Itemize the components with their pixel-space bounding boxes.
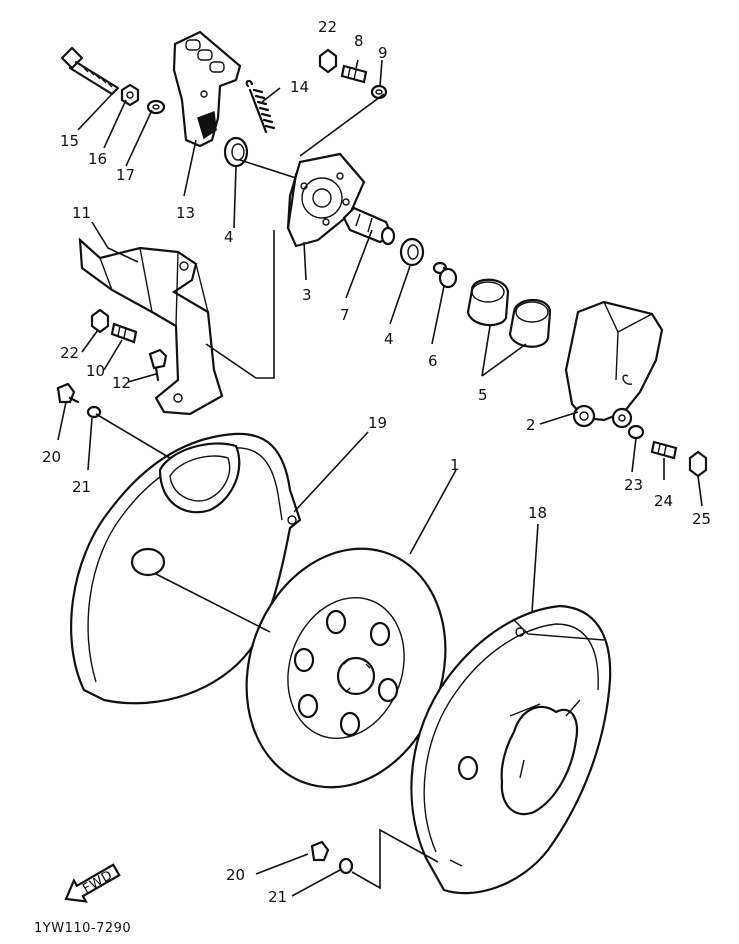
part-11-bracket [78, 237, 224, 416]
callout-21-bottom: 21 [268, 888, 287, 906]
callout-10: 10 [86, 362, 105, 380]
callout-13: 13 [176, 204, 195, 222]
callout-4-top: 4 [224, 228, 234, 246]
part-17-washer [146, 99, 166, 115]
part-10-bolt [110, 322, 138, 344]
callout-2: 2 [526, 416, 536, 434]
callout-18: 18 [528, 504, 547, 522]
part-8-bolt [340, 64, 368, 84]
callout-6: 6 [428, 352, 438, 370]
part-20-bolt-top [56, 382, 80, 404]
callout-3: 3 [302, 286, 312, 304]
part-13-lever [172, 30, 242, 148]
callout-17: 17 [116, 166, 135, 184]
callout-11: 11 [72, 204, 91, 222]
callout-4-mid: 4 [384, 330, 394, 348]
part-5-pistons [466, 278, 552, 348]
part-7-camshaft [342, 206, 396, 246]
callout-20-bottom: 20 [226, 866, 245, 884]
part-4-seal-mid [399, 237, 425, 267]
part-20-bolt-bottom [310, 840, 330, 862]
part-3-cam-plate [286, 152, 366, 248]
callout-25: 25 [692, 510, 711, 528]
part-18-backing-plate [410, 604, 612, 895]
callout-14: 14 [290, 78, 309, 96]
callout-8: 8 [354, 32, 364, 50]
part-22-nut-top [318, 48, 338, 74]
part-14-spring [245, 79, 276, 134]
callout-21-top: 21 [72, 478, 91, 496]
callout-15: 15 [60, 132, 79, 150]
callout-7: 7 [340, 306, 350, 324]
forward-arrow-icon: FWD [64, 863, 121, 903]
callout-22-mid: 22 [60, 344, 79, 362]
part-6-pin [432, 261, 458, 289]
part-23-washer [627, 424, 645, 440]
callout-9: 9 [378, 44, 388, 62]
part-15-bolt [60, 46, 120, 96]
part-24-bolt [650, 440, 678, 460]
callout-5: 5 [478, 386, 488, 404]
callout-20-top: 20 [42, 448, 61, 466]
part-1-brake-disc [245, 547, 447, 789]
part-21-washer-bottom [338, 857, 354, 875]
callout-labels: 22 8 9 14 15 16 17 13 4 11 3 7 4 6 5 2 2… [42, 18, 711, 906]
callout-24: 24 [654, 492, 673, 510]
part-2-caliper [564, 300, 664, 429]
callout-12: 12 [112, 374, 131, 392]
forward-arrow-label: FWD [80, 868, 115, 897]
callout-16: 16 [88, 150, 107, 168]
drawing-code: 1YW110-7290 [34, 921, 131, 936]
part-25-nut [688, 450, 708, 478]
callout-22-top: 22 [318, 18, 337, 36]
callout-1: 1 [450, 456, 460, 474]
leader-lines [57, 59, 703, 897]
callout-19: 19 [368, 414, 387, 432]
part-22-nut-mid [90, 308, 110, 334]
part-9-washer [370, 84, 388, 100]
part-12-bolt [148, 348, 168, 382]
callout-23: 23 [624, 476, 643, 494]
part-19-shield [70, 432, 302, 705]
